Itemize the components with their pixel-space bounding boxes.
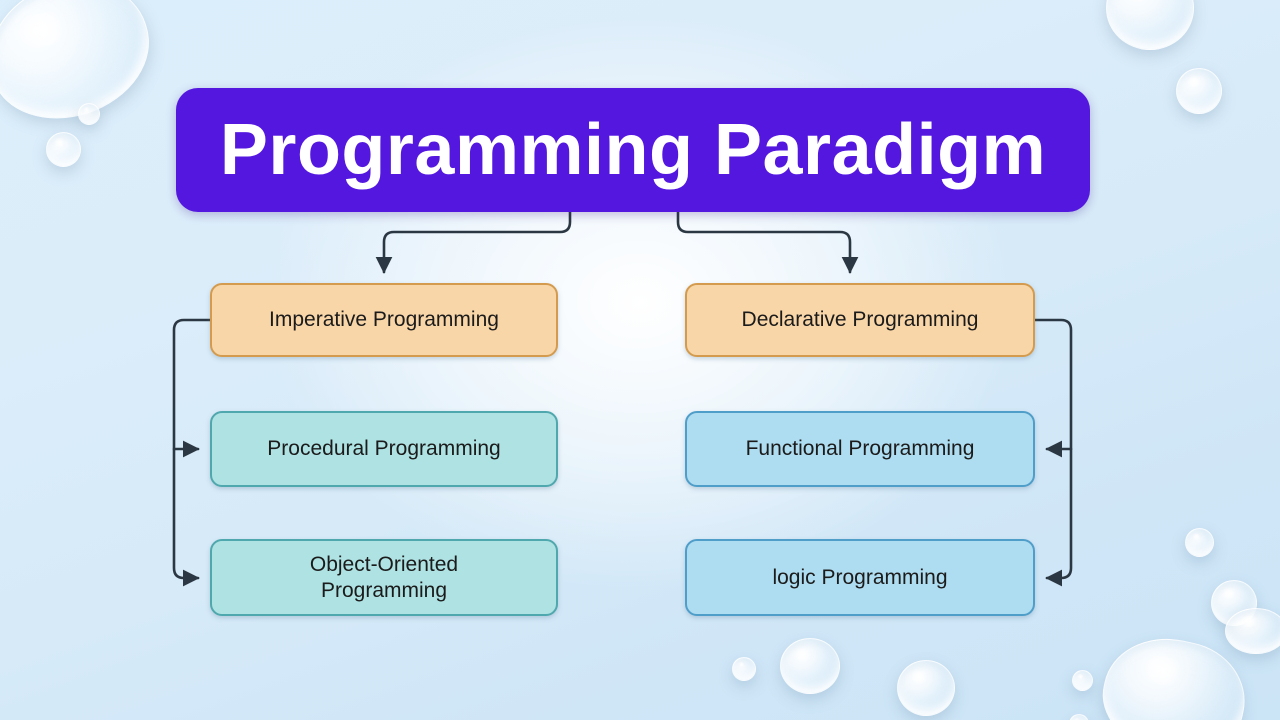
- node-label-line1: Object-Oriented: [309, 552, 459, 576]
- page-title: Programming Paradigm: [219, 110, 1047, 190]
- edge-declarative-to-logic: [1033, 318, 1073, 587]
- water-droplet-icon: [897, 660, 955, 716]
- water-droplet-icon: [78, 103, 100, 125]
- node-functional-programming[interactable]: Functional Programming: [685, 411, 1035, 487]
- node-label: Functional Programming: [745, 437, 975, 461]
- edge-root-to-declarative: [676, 210, 859, 274]
- edge-imperative-to-oop: [172, 318, 212, 587]
- node-label: Imperative Programming: [269, 308, 499, 332]
- water-droplet-icon: [0, 0, 167, 138]
- node-label: Procedural Programming: [267, 437, 501, 461]
- water-droplet-icon: [1072, 670, 1093, 691]
- node-procedural-programming[interactable]: Procedural Programming: [210, 411, 558, 487]
- edge-root-to-imperative: [375, 210, 572, 274]
- page-title-banner: Programming Paradigm: [176, 88, 1090, 212]
- node-label-line2: Programming: [320, 578, 448, 602]
- node-logic-programming[interactable]: logic Programming: [685, 539, 1035, 616]
- water-droplet-icon: [780, 638, 840, 694]
- water-droplet-icon: [1106, 0, 1194, 50]
- water-droplet-icon: [46, 132, 81, 167]
- water-droplet-icon: [1176, 68, 1222, 114]
- water-droplet-icon: [1092, 626, 1256, 720]
- water-droplet-icon: [1069, 714, 1089, 720]
- node-label: logic Programming: [772, 565, 948, 589]
- node-label-wrapper: Object-Oriented Programming: [310, 552, 458, 603]
- node-declarative-programming[interactable]: Declarative Programming: [685, 283, 1035, 357]
- water-droplet-icon: [1225, 608, 1280, 654]
- water-droplet-icon: [732, 657, 756, 681]
- water-droplet-icon: [1185, 528, 1214, 557]
- water-droplet-icon: [1211, 580, 1257, 626]
- node-label: Declarative Programming: [741, 308, 979, 332]
- node-imperative-programming[interactable]: Imperative Programming: [210, 283, 558, 357]
- node-object-oriented-programming[interactable]: Object-Oriented Programming: [210, 539, 558, 616]
